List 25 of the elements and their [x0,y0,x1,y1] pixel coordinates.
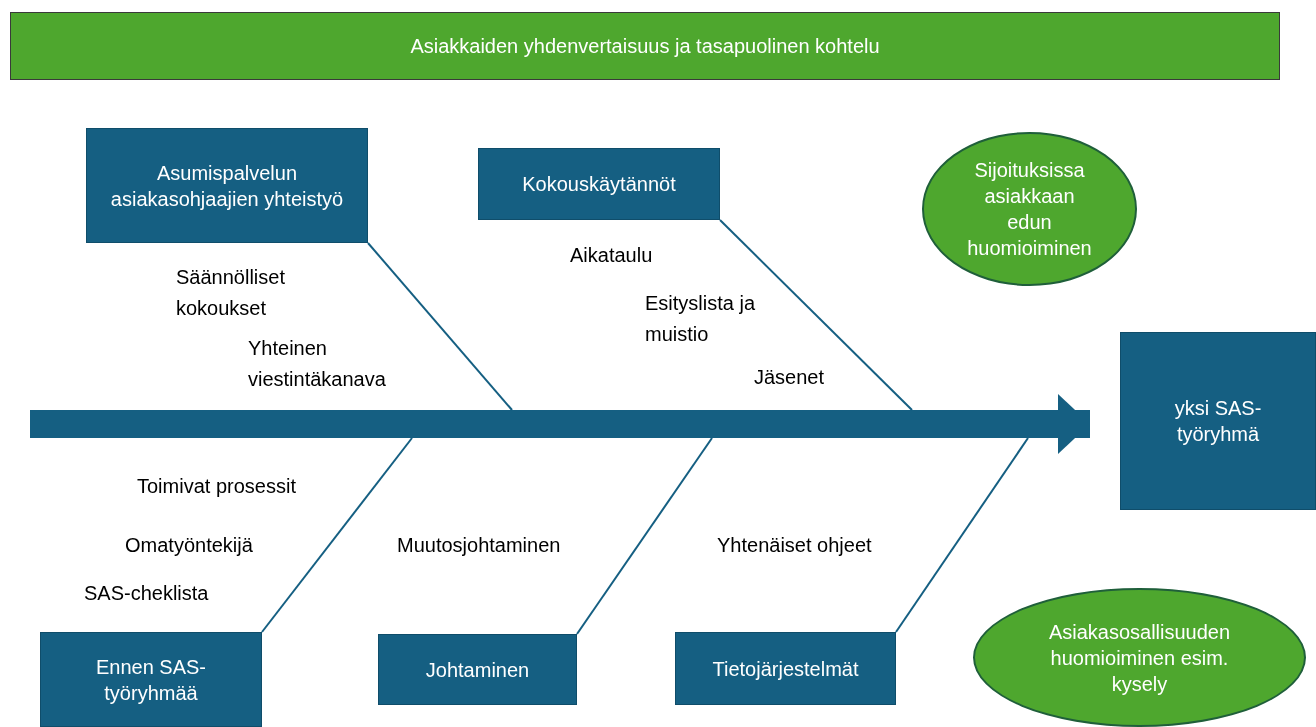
category-box: Kokouskäytännöt [478,148,720,220]
bone-line [367,242,513,411]
cause-label: Toimivat prosessit [137,474,297,499]
cause-label: Omatyöntekijä [125,533,254,558]
cause-label: Yhtenäiset ohjeet [717,533,873,558]
cause-label: Jäsenet [754,365,826,390]
cause-label: Säännölliset kokoukset [176,265,286,321]
cause-label: Muutosjohtaminen [397,533,562,558]
bone-line [719,219,913,411]
bone-line [261,437,413,633]
note-ellipse: Asiakasosallisuuden huomioiminen esim. kysely [973,588,1306,727]
effect-box: yksi SAS-työryhmä [1120,332,1316,510]
cause-label: Aikataulu [570,243,654,268]
note-ellipse: Sijoituksissa asiakkaan edun huomioiminen [922,132,1137,286]
category-box: Asumispalvelun asiakasohjaajien yhteistyö [86,128,368,243]
category-box: Ennen SAS-työryhmää [40,632,262,727]
bone-line [895,437,1029,633]
spine-arrow [30,394,1090,454]
bone-line [576,437,713,635]
category-box: Tietojärjestelmät [675,632,896,705]
cause-label: Esityslista ja muistio [645,291,757,347]
cause-label: SAS-cheklista [84,581,210,606]
title-banner: Asiakkaiden yhdenvertaisuus ja tasapuolinen kohtelu [10,12,1280,80]
cause-label: Yhteinen viestintäkanava [248,336,387,392]
category-box: Johtaminen [378,634,577,705]
